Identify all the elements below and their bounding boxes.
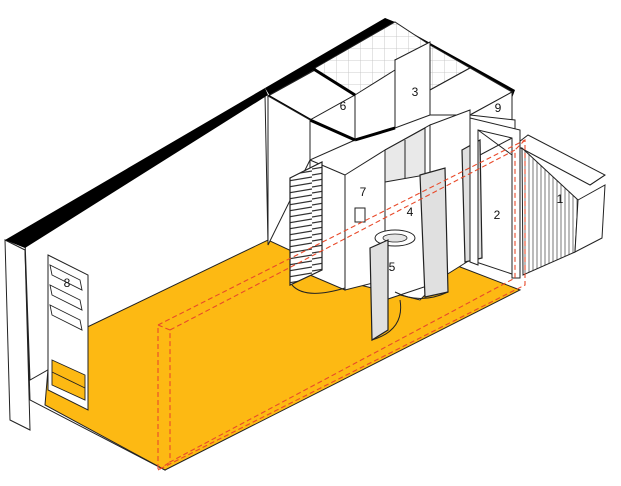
- shelving-unit: [47, 254, 89, 411]
- balcony-door-frame: [469, 117, 521, 279]
- label-8: 8: [64, 276, 71, 290]
- label-2: 2: [494, 208, 501, 222]
- label-5: 5: [389, 260, 396, 274]
- label-9: 9: [495, 101, 502, 115]
- label-3: 3: [412, 85, 419, 99]
- label-6: 6: [340, 99, 347, 113]
- upper-rooms: [266, 21, 514, 161]
- left-end-wall: [4, 239, 31, 431]
- wall-cap-back: [5, 88, 268, 248]
- label-7: 7: [360, 185, 367, 199]
- label-1: 1: [557, 192, 564, 206]
- label-4: 4: [407, 205, 414, 219]
- wall-cap-top: [265, 18, 395, 96]
- hidden-lines: [157, 139, 526, 471]
- balcony: [514, 134, 606, 276]
